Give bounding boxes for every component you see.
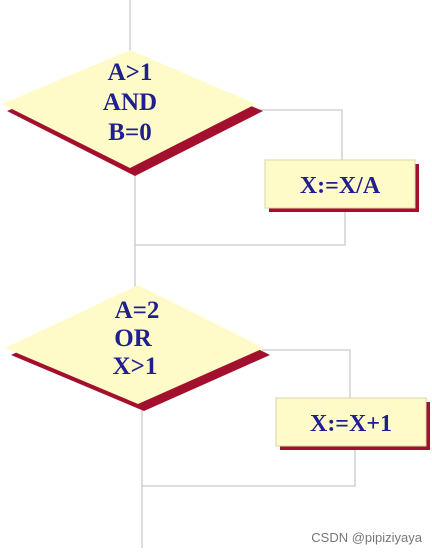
box-2-label: X:=X+1	[310, 411, 392, 437]
decision-diamond-1: A>1 AND B=0	[2, 50, 263, 176]
box-1-label: X:=X/A	[300, 173, 381, 199]
diamond-1-shape	[2, 50, 256, 168]
process-box-1: X:=X/A	[264, 159, 419, 212]
decision-diamond-2: A=2 OR X>1	[5, 285, 270, 411]
diamond-2-line-1: A=2	[115, 297, 160, 324]
connector-d2-to-p2	[262, 349, 351, 398]
connector-d1-to-p1	[255, 109, 343, 160]
process-box-2: X:=X+1	[275, 397, 430, 450]
diamond-2-shape	[5, 285, 264, 404]
box-2-shape	[275, 397, 427, 447]
connector-p1-merge	[135, 210, 346, 246]
watermark: CSDN @pipiziyaya	[311, 530, 422, 545]
diamond-1-line-3: B=0	[108, 119, 151, 146]
connector-lines	[129, 0, 356, 548]
diamond-2-line-3: X>1	[113, 353, 158, 380]
diamond-1-line-2: AND	[103, 89, 157, 116]
diamond-1-line-1: A>1	[108, 59, 153, 86]
box-1-shape	[264, 159, 416, 209]
connector-p2-merge	[142, 448, 356, 487]
diamond-2-line-2: OR	[114, 325, 152, 352]
